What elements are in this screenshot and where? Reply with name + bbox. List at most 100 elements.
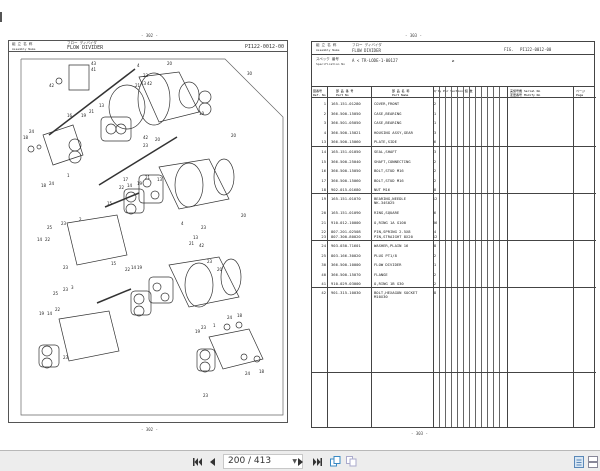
ref-number: 30	[321, 262, 326, 267]
svg-text:21: 21	[189, 241, 195, 246]
part-number: 366-501-05050	[331, 120, 361, 125]
fig-label: FIG.	[504, 47, 514, 52]
svg-text:42: 42	[147, 81, 153, 86]
quantity: 2	[433, 252, 437, 258]
col-ref-jp: 図番号	[313, 89, 323, 93]
svg-text:18: 18	[23, 135, 29, 140]
quantity: 8	[433, 243, 437, 248]
svg-text:13: 13	[157, 177, 163, 182]
two-page-view-button[interactable]	[345, 455, 357, 468]
ref-number: 3	[323, 120, 326, 125]
part-name: FLOW DIVIDER	[374, 262, 402, 267]
col-partno-en: Part No	[336, 93, 349, 97]
col-page-en: Page	[576, 93, 584, 97]
thumbnail-view-button[interactable]	[587, 455, 599, 468]
part-name: RING,SQUARE	[374, 210, 400, 215]
svg-text:42: 42	[49, 83, 55, 88]
part-name: BOLT,HEXAGON SOCKET	[374, 290, 418, 295]
quantity: 2	[433, 158, 437, 164]
ref-number: 23	[321, 233, 326, 239]
ref-number: 20	[321, 210, 326, 215]
svg-text:19: 19	[199, 111, 205, 116]
quantity: 2	[433, 271, 437, 277]
grid-line	[457, 87, 458, 427]
header-divider	[312, 97, 596, 98]
part-name: PLATE,SIDE	[374, 139, 397, 144]
svg-text:42: 42	[199, 243, 205, 248]
svg-text:14: 14	[37, 237, 43, 242]
single-page-icon	[329, 456, 340, 467]
svg-text:23: 23	[143, 143, 149, 148]
group-divider	[312, 146, 596, 147]
next-page-button[interactable]	[296, 455, 304, 468]
part-name: SEAL,SHAFT	[374, 149, 397, 154]
quantity: 12	[432, 196, 438, 201]
document-viewport[interactable]: - 302 - 組 立 名 称 Assembly Name フロー ディバイダ …	[0, 0, 600, 450]
svg-text:23: 23	[63, 355, 69, 360]
prev-page-button[interactable]	[208, 455, 216, 468]
grid-line	[433, 87, 434, 427]
quantity: 36	[432, 219, 438, 225]
part-number: 165-151-01070	[331, 196, 361, 201]
grid-line	[493, 87, 494, 427]
single-page-view-button[interactable]	[329, 455, 341, 468]
grid-line	[445, 87, 446, 427]
part-number: 366-500-15060	[331, 139, 361, 144]
quantity: 6	[433, 139, 437, 144]
svg-text:14: 14	[47, 311, 53, 316]
part-name: SHAFT,CONNECTING	[374, 158, 411, 164]
ref-number: 24	[321, 243, 326, 248]
svg-text:20: 20	[217, 267, 223, 272]
grid-line	[451, 87, 452, 427]
ref-number: 18	[321, 187, 326, 192]
prev-page-icon	[209, 457, 215, 466]
ref-number: 22	[321, 229, 326, 234]
thumbnail-view-icon	[588, 455, 598, 468]
part-number: 366-500-10000	[331, 262, 361, 267]
quantity: 6	[433, 210, 437, 215]
part-number: 910-012-10000	[331, 219, 361, 225]
svg-text:23: 23	[201, 225, 207, 230]
svg-text:15: 15	[111, 261, 117, 266]
assembly-label-en: Assembly Name	[316, 48, 340, 52]
grid-line	[327, 87, 328, 427]
grid-line	[487, 87, 488, 427]
part-number: 902-015-01680	[331, 187, 361, 192]
right-page-number-top: - 303 -	[405, 33, 422, 38]
part-name: PLUG PT1/8	[374, 252, 397, 258]
grid-line	[499, 87, 500, 427]
grid-line	[463, 87, 464, 427]
quantity: 8	[433, 290, 437, 295]
assembly-name-en: FLOW DIVIDER	[67, 45, 104, 51]
svg-text:23: 23	[143, 73, 149, 78]
part-number: 165-151-01090	[331, 210, 361, 215]
part-number: 807-201-02508	[331, 229, 361, 234]
parts-list-header: 組 立 名 称 Assembly Name フロー ディバイダ FLOW DIV…	[312, 42, 594, 55]
left-page-number-top: - 302 -	[141, 33, 158, 38]
spec-label-en: Specification No	[316, 62, 345, 66]
left-page-number-bottom: - 302 -	[141, 427, 158, 432]
part-number: 901-315-10030	[331, 290, 361, 295]
next-page-icon	[297, 457, 303, 466]
dropdown-arrow-icon: ▼	[292, 458, 297, 465]
col-modify-en: Modify No	[524, 93, 541, 97]
svg-text:13: 13	[193, 235, 199, 240]
svg-text:14: 14	[131, 265, 137, 270]
last-page-button[interactable]	[312, 455, 322, 468]
first-page-button[interactable]	[192, 455, 202, 468]
svg-text:24: 24	[227, 315, 233, 320]
list-view-button[interactable]	[573, 455, 585, 468]
quantity: 2	[433, 177, 437, 183]
ref-number: 41	[321, 281, 326, 286]
left-page-diagram: 組 立 名 称 Assembly Name フロー ディバイダ FLOW DIV…	[8, 40, 288, 423]
part-name: CASE,BEARING	[374, 120, 402, 125]
page-number-select[interactable]: 200 / 413 ▼	[223, 454, 303, 469]
quantity: 1	[433, 120, 437, 125]
part-name: HOUSING ASSY,GEAR	[374, 129, 413, 135]
part-name-detail: M10X30	[374, 294, 388, 299]
